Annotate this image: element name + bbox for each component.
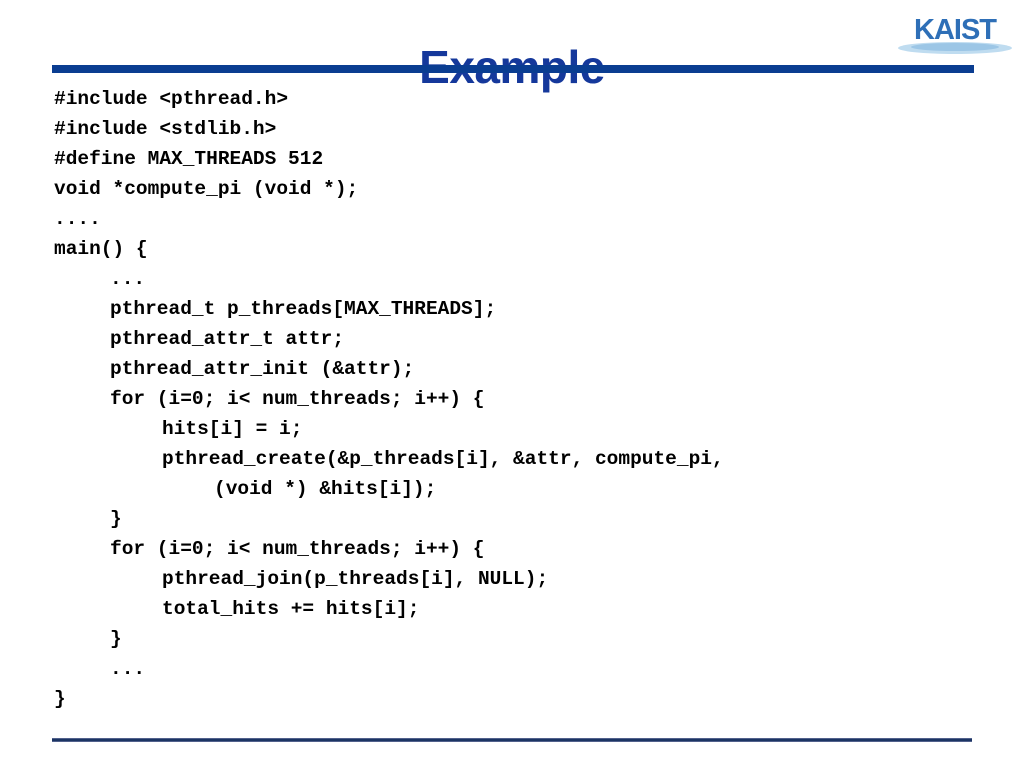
- code-line: }: [110, 628, 122, 650]
- code-block: #include <pthread.h> #include <stdlib.h> #…: [54, 84, 974, 714]
- code-line: main() {: [54, 238, 148, 260]
- code-line: for (i=0; i< num_threads; i++) {: [110, 388, 485, 410]
- code-line: }: [54, 688, 66, 710]
- code-line: hits[i] = i;: [162, 418, 303, 440]
- kaist-swoosh-inner-icon: [911, 43, 999, 51]
- code-line: pthread_join(p_threads[i], NULL);: [162, 568, 549, 590]
- code-line: total_hits += hits[i];: [162, 598, 420, 620]
- code-line: pthread_t p_threads[MAX_THREADS];: [110, 298, 497, 320]
- code-line: (void *) &hits[i]);: [214, 478, 437, 500]
- code-line: void *compute_pi (void *);: [54, 178, 359, 200]
- code-line: pthread_attr_t attr;: [110, 328, 345, 350]
- footer-divider-rule: [52, 738, 972, 742]
- code-line: ....: [54, 208, 101, 230]
- code-line: #define MAX_THREADS 512: [54, 148, 324, 170]
- code-line: for (i=0; i< num_threads; i++) {: [110, 538, 485, 560]
- code-line: pthread_create(&p_threads[i], &attr, com…: [162, 448, 724, 470]
- code-line: ...: [110, 268, 146, 290]
- kaist-logo-graphic: KAIST: [898, 14, 1012, 54]
- kaist-logo: KAIST: [896, 6, 1014, 56]
- code-line: }: [110, 508, 122, 530]
- code-line: #include <stdlib.h>: [54, 118, 277, 140]
- code-line: pthread_attr_init (&attr);: [110, 358, 415, 380]
- header-divider-rule: [52, 65, 974, 73]
- code-line: #include <pthread.h>: [54, 88, 289, 110]
- code-line: ...: [110, 658, 146, 680]
- kaist-wordmark: KAIST: [914, 14, 997, 46]
